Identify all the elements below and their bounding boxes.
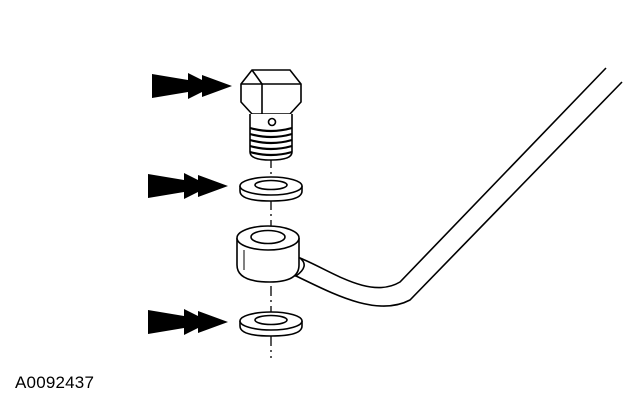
callout-arrow-lower-washer <box>148 309 228 335</box>
lower-sealing-washer <box>239 311 303 337</box>
upper-sealing-washer <box>239 176 303 202</box>
banjo-bolt <box>240 69 302 161</box>
figure-reference-code: A0092437 <box>15 373 95 392</box>
banjo-fitting <box>236 225 305 283</box>
fuel-line <box>295 67 623 307</box>
callout-arrow-upper-washer <box>148 173 228 199</box>
callout-arrow-banjo-bolt <box>152 73 232 99</box>
